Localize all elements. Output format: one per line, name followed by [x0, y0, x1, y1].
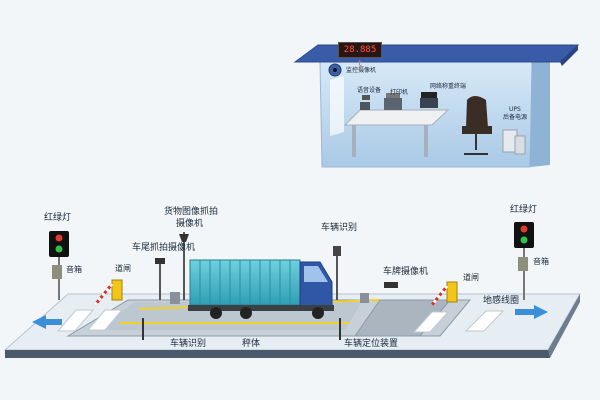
truck: [188, 259, 334, 319]
label-traffic-light-right: 红绿灯: [510, 205, 538, 215]
label-cargo-camera-line2: 摄像机: [176, 219, 204, 229]
barrier-gate-left: [93, 279, 123, 306]
label-vehicle-id-top: 车辆识别: [321, 223, 358, 233]
label-rear-camera: 车尾抓拍摄像机: [132, 243, 196, 253]
terminal-icon: [421, 92, 437, 98]
lane-markings: [56, 309, 505, 333]
printer-icon: [386, 93, 400, 98]
control-room: [293, 44, 580, 168]
vehicle-id-sensor-top: [333, 246, 341, 300]
label-gate-right: 道闸: [463, 273, 479, 282]
barrier-gate-right: [430, 281, 458, 306]
label-speaker-left: 音箱: [66, 265, 82, 274]
label-gate-left: 道闸: [115, 264, 131, 273]
cargo-camera-icon: [179, 232, 189, 300]
direction-arrow-left: [32, 315, 62, 329]
label-cargo-camera-line1: 货物图像抓拍: [164, 207, 219, 217]
weight-readout: 28.885 t: [338, 42, 382, 69]
label-traffic-light-left: 红绿灯: [44, 213, 72, 223]
surveillance-camera-icon: [328, 63, 342, 77]
label-ground-loop: 地感线圈: [483, 296, 520, 306]
label-surveillance-camera: 监控摄像机: [346, 67, 377, 74]
label-printer: 打印机: [390, 89, 409, 96]
label-scale-body: 秤体: [242, 339, 261, 349]
label-terminal: 网络称重终端: [430, 83, 467, 90]
label-plate-camera: 车牌摄像机: [383, 267, 429, 277]
small-device-box: [170, 292, 369, 304]
label-positioning-device: 车辆定位装置: [344, 339, 399, 349]
label-ups-line2: 后备电源: [503, 114, 528, 121]
plate-camera-icon: [384, 282, 398, 288]
label-vehicle-id-bottom: 车辆识别: [170, 339, 207, 349]
label-ups-line1: UPS: [509, 106, 521, 113]
rear-camera-icon: [155, 258, 165, 300]
traffic-light-right: [514, 222, 534, 300]
label-speaker-right: 音箱: [533, 257, 549, 266]
direction-arrow-right: [515, 305, 548, 319]
label-voice-device: 语音设备: [357, 87, 382, 94]
voice-device-icon: [362, 95, 370, 100]
traffic-light-left: [49, 231, 69, 300]
